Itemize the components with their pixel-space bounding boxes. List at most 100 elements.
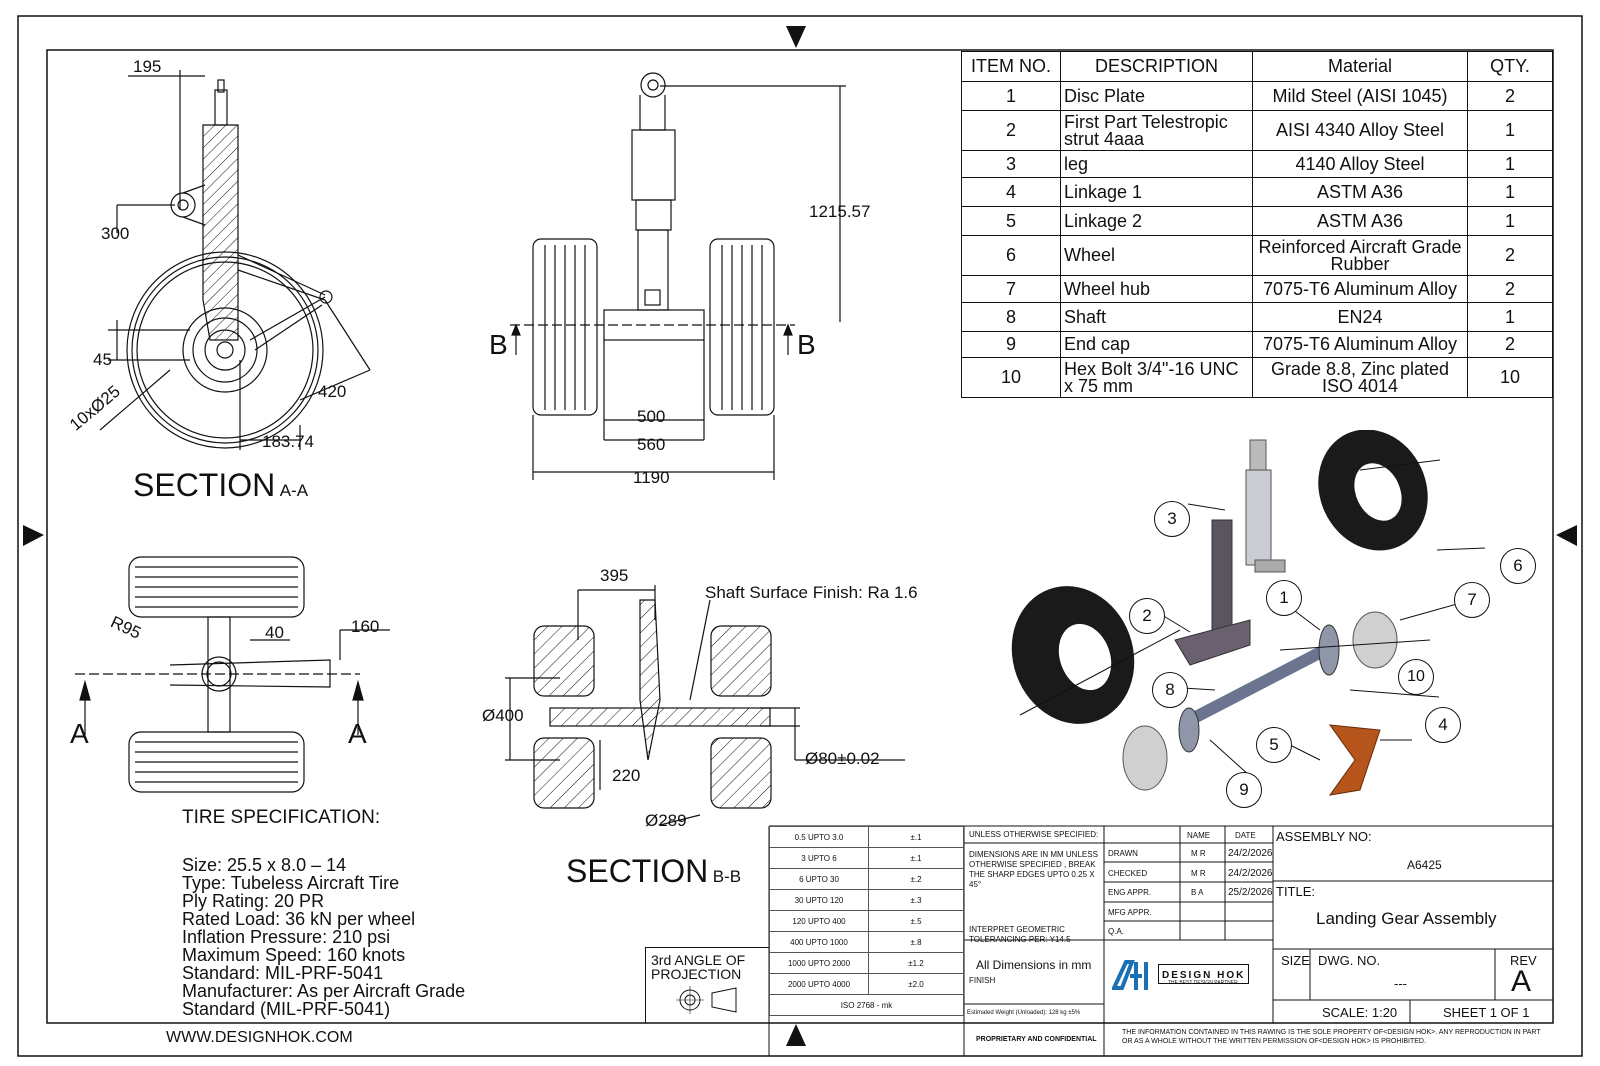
section-aa-drawing bbox=[99, 70, 371, 450]
tire-spec-heading: TIRE SPECIFICATION: bbox=[182, 807, 381, 828]
drawing-title: Landing Gear Assembly bbox=[1316, 909, 1497, 928]
tol-row: 2000 UPTO 4000±2.0 bbox=[769, 973, 964, 995]
legal-notice: THE INFORMATION CONTAINED IN THIS RAWING… bbox=[1122, 1029, 1541, 1045]
logo-name-box: DESIGN HOK bbox=[1158, 964, 1250, 984]
dim-1190: 1190 bbox=[633, 468, 670, 487]
cut-label-b-left: B bbox=[489, 329, 508, 360]
balloon-9: 9 bbox=[1226, 772, 1262, 808]
balloon-7: 7 bbox=[1454, 582, 1490, 618]
dim-183: 183.74 bbox=[262, 432, 314, 451]
exploded-view bbox=[1011, 430, 1486, 796]
tire-spec-line: Type: Tubeless Aircraft Tire bbox=[182, 873, 400, 893]
checked-name: M R bbox=[1191, 869, 1206, 878]
assembly-number: A6425 bbox=[1407, 858, 1442, 872]
assembly-label: ASSEMBLY NO: bbox=[1276, 829, 1372, 844]
tolerance-table: 0.5 UPTO 3.0±.1 3 UPTO 6±.1 6 UPTO 30±.2… bbox=[769, 826, 964, 1016]
tire-spec-line: Maximum Speed: 160 knots bbox=[182, 945, 406, 965]
tol-row: ISO 2768 - mk bbox=[769, 994, 964, 1016]
tire-spec-line: Size: 25.5 x 8.0 – 14 bbox=[182, 855, 347, 875]
cut-label-a-left: A bbox=[70, 718, 89, 749]
third-angle-symbol-icon bbox=[676, 986, 737, 1014]
section-bb-drawing bbox=[505, 585, 905, 825]
tol-row: 3 UPTO 6±.1 bbox=[769, 847, 964, 869]
dim-289: Ø289 bbox=[645, 811, 687, 830]
dwg-number: --- bbox=[1394, 976, 1407, 991]
balloon-2: 2 bbox=[1129, 598, 1165, 634]
section-bb-title: SECTION B-B bbox=[566, 853, 742, 889]
balloon-5: 5 bbox=[1256, 727, 1292, 763]
dim-40: 40 bbox=[265, 623, 284, 642]
unless-specified: UNLESS OTHERWISE SPECIFIED: bbox=[969, 830, 1099, 839]
drawn-name: M R bbox=[1191, 849, 1206, 858]
all-dims-note: All Dimensions in mm bbox=[976, 958, 1092, 972]
dim-400: Ø400 bbox=[482, 706, 524, 725]
title-label: TITLE: bbox=[1276, 884, 1316, 899]
dim-220: 220 bbox=[612, 766, 641, 785]
projection-box: 3rd ANGLE OF PROJECTION bbox=[645, 947, 770, 1023]
balloon-8: 8 bbox=[1152, 672, 1188, 708]
rev-label: REV bbox=[1510, 953, 1537, 968]
front-view-drawing bbox=[510, 72, 846, 480]
shaft-finish-note: Shaft Surface Finish: Ra 1.6 bbox=[705, 583, 918, 602]
revision: A bbox=[1511, 965, 1532, 998]
interpret-note: INTERPRET GEOMETRIC TOLERANCING PER: Y14… bbox=[969, 925, 1071, 944]
logo-tagline: THE BEST DESIGN PARTNER bbox=[1168, 980, 1238, 986]
cut-label-b-right: B bbox=[797, 329, 816, 360]
proprietary-label: PROPRIETARY AND CONFIDENTIAL bbox=[976, 1036, 1097, 1043]
tol-row: 30 UPTO 120±.3 bbox=[769, 889, 964, 911]
dim-395: 395 bbox=[600, 566, 629, 585]
checked-date: 24/2/2026 bbox=[1228, 868, 1273, 879]
drawn-date: 24/2/2026 bbox=[1228, 848, 1273, 859]
tire-spec-line: Ply Rating: 20 PR bbox=[182, 891, 325, 911]
cut-label-a-right: A bbox=[348, 718, 367, 749]
projection-line2: PROJECTION bbox=[651, 966, 742, 982]
eng-date: 25/2/2026 bbox=[1228, 887, 1273, 898]
size-label: SIZE bbox=[1281, 953, 1310, 968]
qa-label: Q.A. bbox=[1108, 927, 1125, 936]
eng-label: ENG APPR. bbox=[1108, 888, 1152, 897]
date-header: DATE bbox=[1235, 831, 1256, 840]
tire-spec-line: Manufacturer: As per Aircraft Grade bbox=[182, 981, 466, 1001]
tol-row: 0.5 UPTO 3.0±.1 bbox=[769, 826, 964, 848]
balloon-4: 4 bbox=[1425, 707, 1461, 743]
scale: SCALE: 1:20 bbox=[1322, 1005, 1398, 1020]
weight-note: Estimated Weight (Unloaded): 128 kg ±5% bbox=[967, 1010, 1081, 1016]
bom-header-material: Material bbox=[1252, 51, 1468, 82]
tol-row: 6 UPTO 30±.2 bbox=[769, 868, 964, 890]
website: WWW.DESIGNHOK.COM bbox=[166, 1029, 353, 1046]
dim-45: 45 bbox=[93, 350, 112, 369]
design-hok-logo: DESIGN HOK THE BEST DESIGN PARTNER bbox=[1108, 954, 1270, 998]
checked-label: CHECKED bbox=[1108, 869, 1148, 878]
dim-80: Ø80±0.02 bbox=[805, 749, 880, 769]
bom-header-description: DESCRIPTION bbox=[1060, 51, 1253, 82]
tol-row: 1000 UPTO 2000±1.2 bbox=[769, 952, 964, 974]
top-view-drawing bbox=[75, 556, 390, 793]
sheet-number: SHEET 1 OF 1 bbox=[1443, 1005, 1530, 1020]
dim-80-value: Ø80 bbox=[805, 749, 838, 768]
dim-80-tol: ±0.02 bbox=[837, 749, 880, 768]
dim-195: 195 bbox=[133, 57, 162, 76]
logo-name: DESIGN HOK bbox=[1162, 970, 1246, 981]
dim-560: 560 bbox=[637, 435, 666, 454]
tol-row: 400 UPTO 1000±.8 bbox=[769, 931, 964, 953]
dim-300: 300 bbox=[101, 224, 130, 243]
tol-row: 120 UPTO 400±.5 bbox=[769, 910, 964, 932]
dwg-label: DWG. NO. bbox=[1318, 953, 1381, 968]
tire-spec-line: Standard (MIL-PRF-5041) bbox=[182, 999, 391, 1019]
balloon-6: 6 bbox=[1500, 548, 1536, 584]
balloon-1: 1 bbox=[1266, 580, 1302, 616]
balloon-3: 3 bbox=[1154, 501, 1190, 537]
tire-spec-line: Standard: MIL-PRF-5041 bbox=[182, 963, 384, 983]
drawn-label: DRAWN bbox=[1108, 849, 1138, 858]
name-header: NAME bbox=[1187, 831, 1211, 840]
dim-160: 160 bbox=[351, 617, 380, 636]
finish-label: FINISH bbox=[969, 976, 996, 985]
